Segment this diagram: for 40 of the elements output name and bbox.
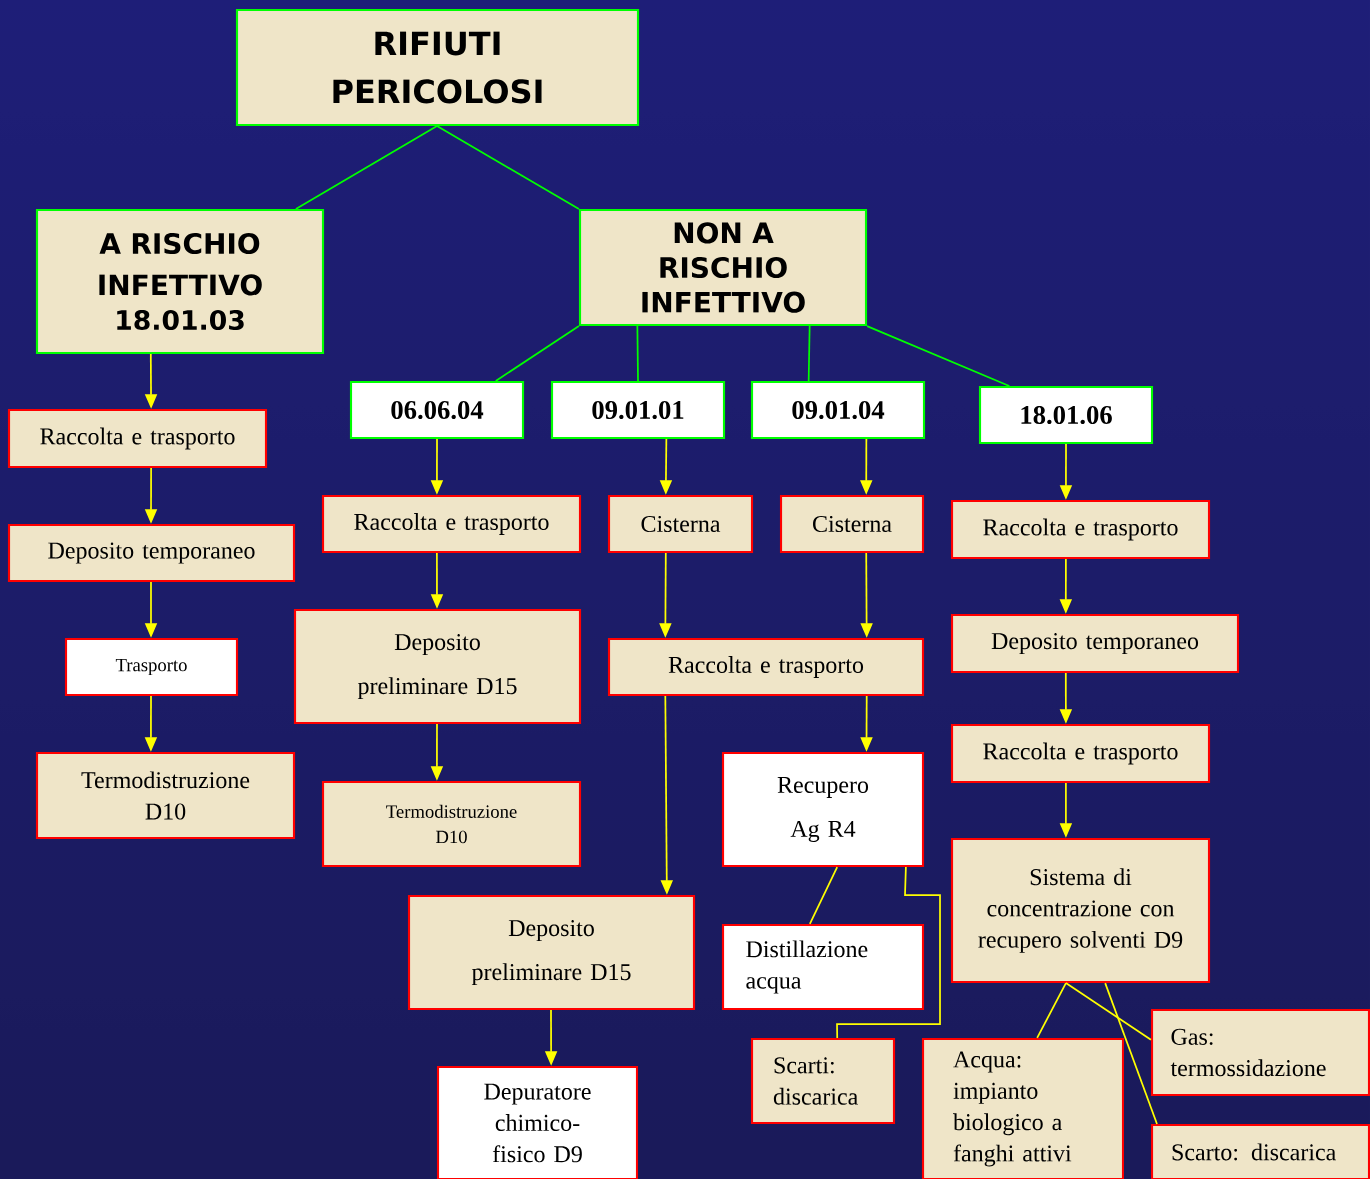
process-box: Scarti: discarica (750, 1037, 896, 1125)
process-box: Deposito temporaneo (7, 523, 296, 583)
code-box: 18.01.06 (978, 385, 1154, 445)
process-box: Raccolta e trasporto (7, 408, 268, 469)
process-box: Raccolta e trasporto (607, 637, 925, 697)
process-box: Scarto: discarica (1150, 1123, 1370, 1179)
connector-line (807, 325, 811, 382)
category-box: RIFIUTI PERICOLOSI (235, 8, 640, 127)
connector-line (809, 866, 839, 925)
connector-line (436, 125, 580, 210)
connector-line (1065, 982, 1152, 1041)
process-box: Recupero Ag R4 (721, 751, 925, 868)
connector-line (636, 325, 639, 382)
connector-line (1036, 982, 1067, 1039)
connector-line (866, 325, 1011, 387)
process-box: Termodistruzione D10 (321, 780, 582, 868)
process-box: Sistema di concentrazione con recupero solventi D9 (950, 837, 1211, 984)
process-box: Raccolta e trasporto (950, 723, 1211, 784)
category-box: A RISCHIO INFETTIVO 18.01.03 (35, 208, 325, 355)
process-box: Cisterna (607, 494, 754, 554)
code-box: 06.06.04 (349, 380, 525, 440)
process-box: Trasporto (64, 637, 239, 697)
process-box: Raccolta e trasporto (950, 499, 1211, 560)
connector-line (1104, 982, 1158, 1125)
process-box: Deposito temporaneo (950, 613, 1240, 674)
process-box: Deposito preliminare D15 (407, 894, 696, 1011)
process-box: Gas: termossidazione (1150, 1008, 1370, 1097)
code-box: 09.01.04 (750, 380, 926, 440)
process-box: Distillazione acqua (721, 923, 925, 1011)
process-box: Raccolta e trasporto (321, 494, 582, 554)
process-box: Cisterna (779, 494, 925, 554)
category-box: NON A RISCHIO INFETTIVO (578, 208, 868, 327)
process-box: Depuratore chimico-fisico D9 (436, 1065, 639, 1179)
code-box: 09.01.01 (550, 380, 726, 440)
connector-line (836, 866, 941, 1039)
process-box: Termodistruzione D10 (35, 751, 296, 840)
connector-line (494, 325, 580, 382)
process-box: Deposito preliminare D15 (293, 608, 582, 725)
connector-line (295, 125, 438, 210)
process-box: Acqua: impianto biologico a fanghi attivi (921, 1037, 1125, 1179)
